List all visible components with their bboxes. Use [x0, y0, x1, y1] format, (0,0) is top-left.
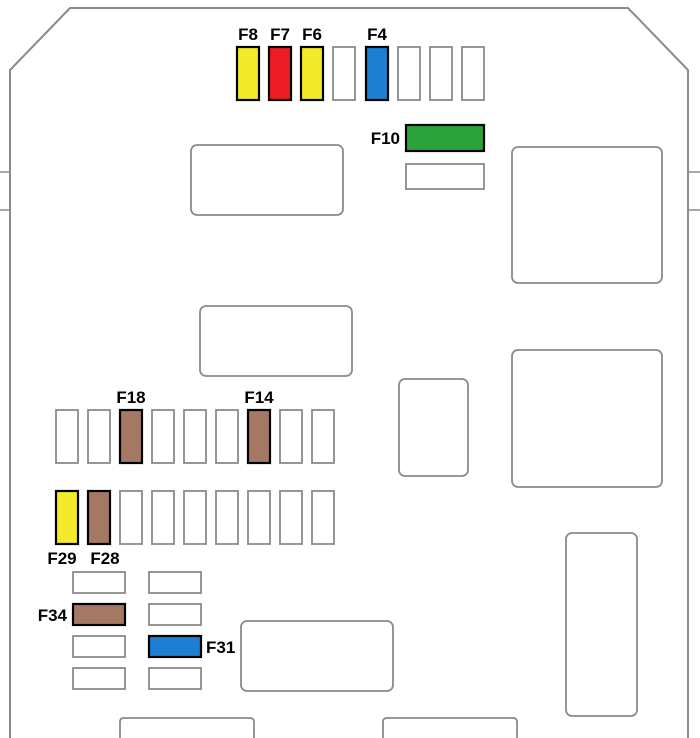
relay-box-bottom-right-partial [382, 717, 518, 738]
fuse-slot-empty [183, 409, 207, 464]
relay-box-bottom-left-partial [119, 717, 255, 738]
fuse-f8 [235, 45, 261, 102]
fuse-f18 [118, 408, 144, 465]
fuse-slot-empty [311, 490, 335, 545]
fuse-slot-empty [148, 603, 202, 626]
fuse-f6 [299, 45, 325, 102]
fuse-slot-empty [397, 46, 421, 101]
fuse-slot-empty [215, 490, 239, 545]
fuse-slot-empty [461, 46, 485, 101]
fuse-slot-empty [119, 490, 143, 545]
label-f6: F6 [302, 25, 322, 44]
fuse-slot-empty [151, 490, 175, 545]
fuse-f31 [147, 634, 203, 659]
fuse-slot-empty [148, 667, 202, 690]
fuse-f4 [364, 45, 390, 102]
fuse-slot-empty [247, 490, 271, 545]
relay-box-right-tall [565, 532, 638, 717]
fuse-slot-empty [405, 163, 485, 190]
label-f7: F7 [270, 25, 290, 44]
fuse-slot-empty [55, 409, 79, 464]
fuse-slot-empty [332, 46, 356, 101]
fuse-slot-empty [279, 409, 303, 464]
label-f28: F28 [90, 549, 119, 568]
label-f4: F4 [367, 25, 387, 44]
relay-box-top-right [511, 146, 663, 284]
fuse-slot-empty [72, 571, 126, 594]
fuse-slot-empty [215, 409, 239, 464]
label-f14: F14 [244, 388, 274, 407]
fuse-slot-empty [183, 490, 207, 545]
fuse-f7 [267, 45, 293, 102]
fuse-slot-empty [311, 409, 335, 464]
relay-box-bottom-center [240, 620, 394, 692]
fuse-f14 [246, 408, 272, 465]
fuse-f29 [54, 489, 80, 546]
fuse-f28 [86, 489, 112, 546]
relay-box-small [398, 378, 469, 477]
relay-box-top-left [190, 144, 344, 216]
fuse-slot-empty [72, 667, 126, 690]
label-f29: F29 [47, 549, 76, 568]
fuse-f10 [404, 123, 486, 153]
relay-box-right-middle [511, 349, 663, 488]
fuse-slot-empty [429, 46, 453, 101]
fuse-slot-empty [279, 490, 303, 545]
label-f8: F8 [238, 25, 258, 44]
label-f18: F18 [116, 388, 145, 407]
label-f31: F31 [206, 638, 235, 657]
fuse-slot-empty [151, 409, 175, 464]
fuse-slot-empty [72, 635, 126, 658]
fuse-f34 [71, 602, 127, 627]
label-f34: F34 [38, 606, 68, 625]
relay-box-middle [199, 305, 353, 377]
fuse-slot-empty [87, 409, 111, 464]
label-f10: F10 [371, 129, 400, 148]
fuse-slot-empty [148, 571, 202, 594]
